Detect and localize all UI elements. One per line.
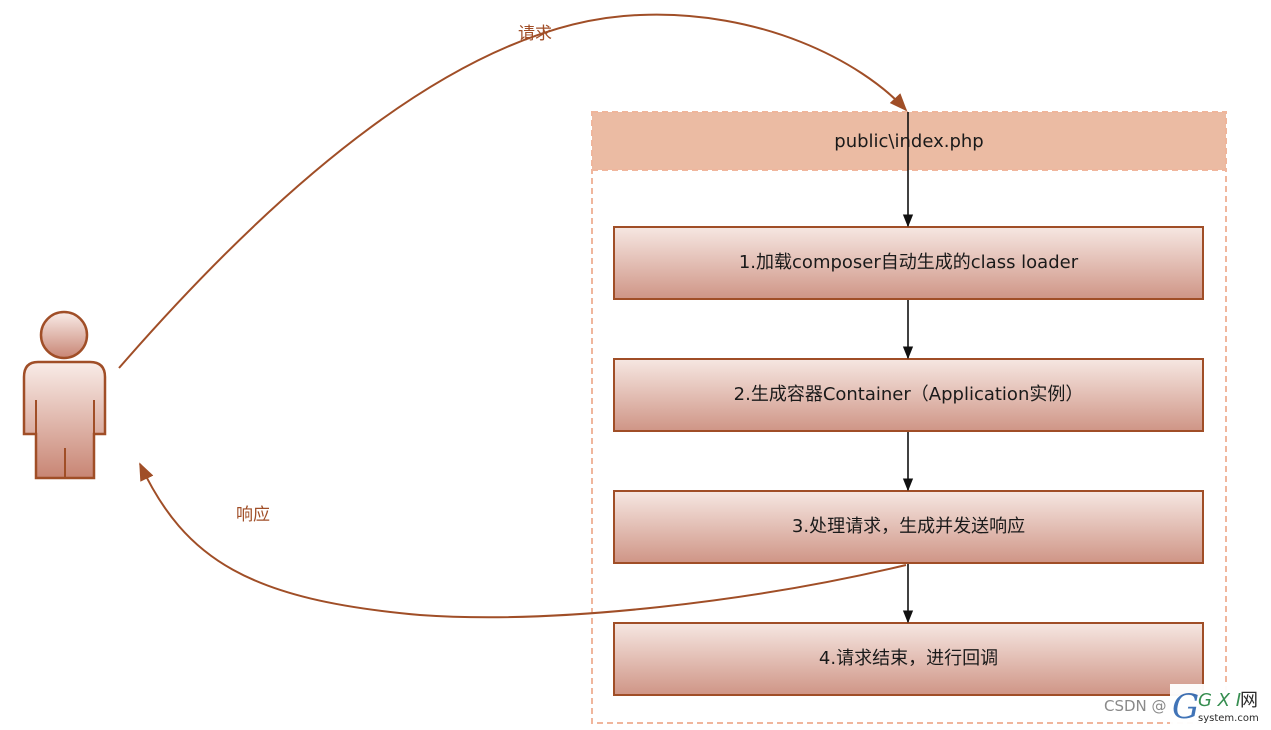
logo-letters: G X I [1198, 690, 1241, 711]
site-logo: G G X I 网 system.com [1170, 684, 1270, 730]
step-label-3: 3.处理请求，生成并发送响应 [791, 516, 1026, 537]
response-label: 响应 [236, 505, 270, 525]
logo-cn: 网 [1240, 690, 1258, 711]
step-box-3 [613, 490, 1204, 564]
logo-letter-g: G [1172, 687, 1199, 727]
step-box-4 [613, 622, 1204, 696]
container-title: public\index.php [834, 131, 984, 152]
site-logo-graphic: G G X I 网 system.com [1172, 687, 1259, 727]
watermark-text: CSDN @ [1104, 697, 1167, 715]
container-header [591, 111, 1227, 171]
request-label: 请求 [518, 24, 552, 44]
step-label-2: 2.生成容器Container（Application实例） [733, 384, 1084, 405]
request-arrow [118, 13, 908, 369]
step-box-1 [613, 226, 1204, 300]
step-label-1: 1.加载composer自动生成的class loader [738, 252, 1079, 273]
php-container [591, 111, 1227, 724]
response-arrow [139, 462, 907, 619]
logo-domain: system.com [1198, 713, 1259, 724]
step-label-4: 4.请求结束，进行回调 [818, 648, 999, 669]
container-body [591, 169, 1227, 724]
user-icon [22, 310, 107, 480]
